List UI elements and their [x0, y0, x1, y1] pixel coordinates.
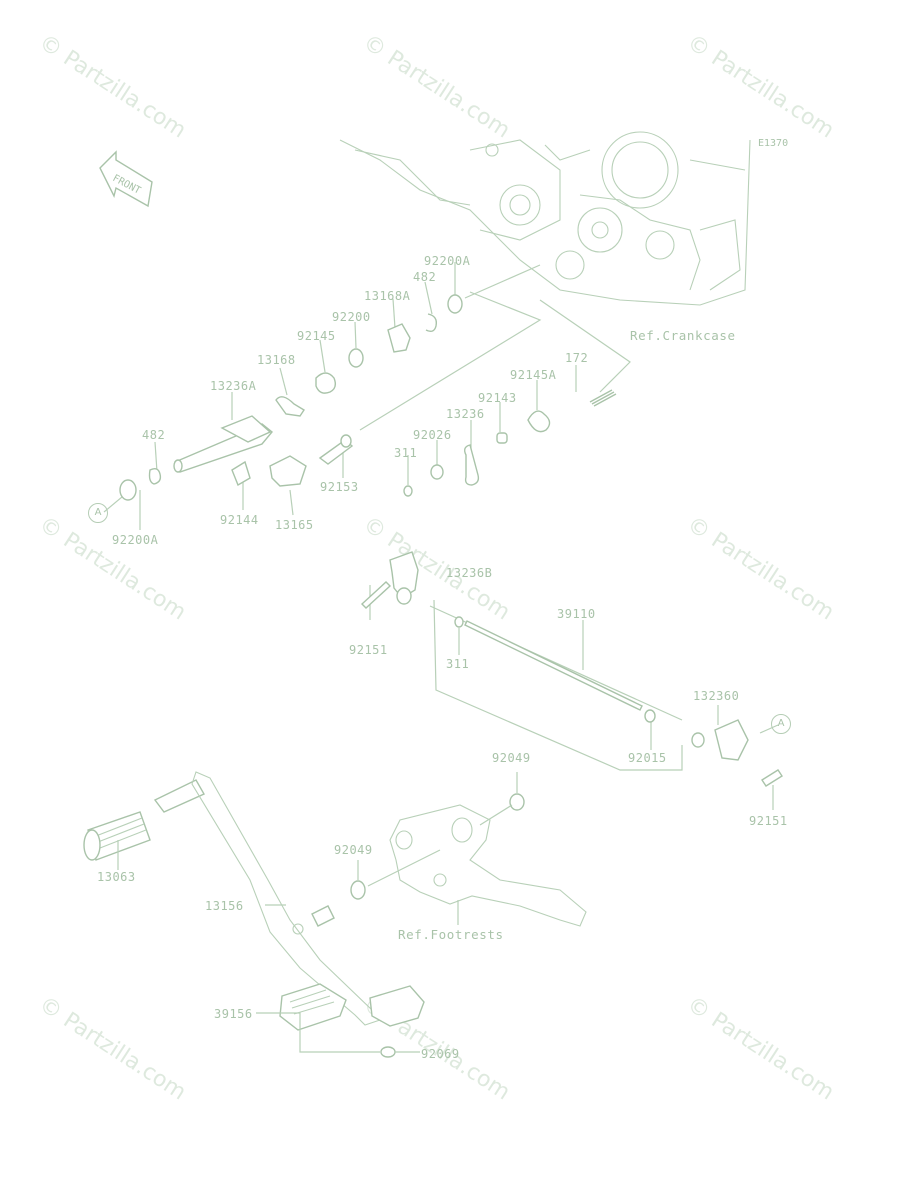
- part-label: 13236: [446, 407, 485, 421]
- part-label: 311: [394, 446, 418, 460]
- shift-rod-assembly: [360, 551, 783, 810]
- part-label: 13236A: [210, 379, 257, 393]
- part-label: 92069: [421, 1047, 460, 1061]
- part-label: 92200A: [424, 254, 471, 268]
- part-label: 92145: [297, 329, 336, 343]
- diagram-code: E1370: [758, 138, 789, 149]
- reference-a-marker: A: [771, 714, 791, 734]
- part-label: 13063: [97, 870, 136, 884]
- part-label: 92153: [320, 480, 359, 494]
- part-label: 92200: [332, 310, 371, 324]
- part-label: 92015: [628, 751, 667, 765]
- part-label: 482: [413, 270, 437, 284]
- part-label: 172: [565, 351, 589, 365]
- part-label: 311: [446, 657, 470, 671]
- part-label: 92151: [749, 814, 788, 828]
- part-label: 92151: [349, 643, 388, 657]
- part-label: 92143: [478, 391, 517, 405]
- shift-shaft-assembly: [119, 294, 617, 501]
- part-label: 13236B: [446, 566, 493, 580]
- reference-a-marker: A: [88, 503, 108, 523]
- part-label: 92144: [220, 513, 259, 527]
- part-label: 482: [142, 428, 166, 442]
- part-label: 92200A: [112, 533, 159, 547]
- front-arrow-icon: FRONT: [99, 150, 153, 208]
- part-label: 92145A: [510, 368, 557, 382]
- part-label: 92049: [334, 843, 373, 857]
- part-label: 13168A: [364, 289, 411, 303]
- part-label: 92026: [413, 428, 452, 442]
- shift-pedal-assembly: [83, 771, 587, 1058]
- part-label: 13156: [205, 899, 244, 913]
- part-label: 13168: [257, 353, 296, 367]
- part-label: 13165: [275, 518, 314, 532]
- part-label: 39110: [557, 607, 596, 621]
- part-label: 39156: [214, 1007, 253, 1021]
- part-label: 92049: [492, 751, 531, 765]
- ref-crankcase: Ref.Crankcase: [630, 328, 736, 343]
- ref-footrests: Ref.Footrests: [398, 927, 504, 942]
- crankcase-illustration: [339, 131, 751, 306]
- part-label: 132360: [693, 689, 740, 703]
